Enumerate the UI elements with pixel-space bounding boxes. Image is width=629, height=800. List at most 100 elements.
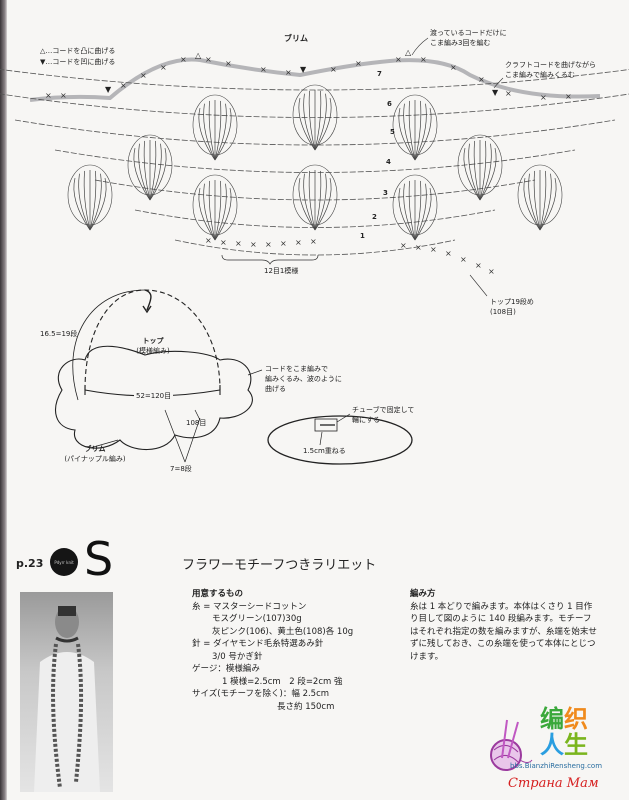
cord-bend-marker: △ <box>405 48 412 57</box>
page-binding-shadow <box>0 0 7 800</box>
pineapple-stitch <box>73 177 91 231</box>
pineapple-outline <box>457 134 503 196</box>
pineapple-stitch <box>314 97 332 151</box>
pineapple-stitch <box>539 177 557 231</box>
single-crochet-mark: × <box>265 240 272 249</box>
single-crochet-mark: × <box>478 75 485 84</box>
pineapple-stitch <box>479 147 497 201</box>
single-crochet-mark: × <box>330 65 337 74</box>
note-line: 編みくるみ、波のように <box>265 375 342 383</box>
pineapple-stitch <box>298 97 316 151</box>
note-line: クラフトコードを曲げながら <box>505 61 596 69</box>
pineapple-stitch <box>214 107 232 161</box>
pineapple-stitch <box>533 170 541 231</box>
pineapple-stitch <box>89 170 97 231</box>
logo-char: 生 <box>564 731 588 759</box>
pineapple-stitch <box>214 180 222 241</box>
pineapple-stitch <box>414 180 422 241</box>
pineapple-stitch <box>214 100 222 161</box>
repeat-label: 12目1模様 <box>264 267 299 275</box>
pineapple-stitch <box>314 170 322 231</box>
brim-sub: (パイナップル編み) <box>64 455 126 463</box>
pineapple-stitch <box>414 107 432 161</box>
pineapple-outline <box>192 174 238 236</box>
single-crochet-mark: × <box>395 55 402 64</box>
material-line: 糸 = マスターシードコットン <box>192 601 307 612</box>
single-crochet-mark: × <box>505 89 512 98</box>
cord-bend-marker: ▼ <box>300 65 307 74</box>
material-line: 灰ピンク(106)、黄土色(108)各 10g <box>212 626 354 637</box>
note-line: チューブで固定して <box>352 406 415 414</box>
pineapple-stitch <box>198 187 216 241</box>
single-crochet-mark: × <box>250 240 257 249</box>
pineapple-stitch <box>539 170 547 231</box>
material-line: 針 = ダイヤモンド毛糸特選あみ針 <box>192 639 324 649</box>
single-crochet-mark: × <box>45 91 52 100</box>
method-line: 糸は 1 本どりで編みます。本体はくさり 1 目作 <box>410 601 593 612</box>
pineapple-stitch <box>414 100 422 161</box>
pineapple-stitch <box>479 140 487 201</box>
single-crochet-mark: × <box>460 255 467 264</box>
single-crochet-mark: × <box>295 238 302 247</box>
pineapple-stitch <box>83 170 91 231</box>
pineapple-stitch <box>408 100 416 161</box>
pineapple-stitch <box>149 147 167 201</box>
top-row-label: トップ19段め (108目) <box>490 297 534 317</box>
legend-up: △…コードを凸に曲げる <box>40 47 116 55</box>
note-right: クラフトコードを曲げながら こま編みで編みくるむ <box>505 60 596 80</box>
single-crochet-mark: × <box>445 249 452 258</box>
brim-label: ブリム <box>84 445 106 453</box>
note-line: こま編みで編みくるむ <box>505 71 575 79</box>
leader-line <box>411 37 429 56</box>
pattern-letter: S <box>84 532 114 586</box>
row-number: 1 <box>360 232 365 240</box>
single-crochet-mark: × <box>160 63 167 72</box>
single-crochet-mark: × <box>450 63 457 72</box>
material-line: モスグリーン(107)30g <box>212 614 302 624</box>
single-crochet-mark: × <box>475 261 482 270</box>
pineapple-outline <box>392 94 438 156</box>
page-ref: p.23 <box>16 557 44 570</box>
single-crochet-mark: × <box>140 71 147 80</box>
row-number: 5 <box>390 128 395 136</box>
hat-height-label: 16.5=19段 <box>40 330 78 338</box>
pineapple-stitch <box>314 177 332 231</box>
pineapple-stitch <box>414 187 432 241</box>
chart-title: ブリム <box>284 34 308 43</box>
pineapple-outline <box>292 164 338 226</box>
pineapple-stitch <box>398 187 416 241</box>
single-crochet-mark: × <box>400 241 407 250</box>
single-crochet-mark: × <box>565 92 572 101</box>
crochet-brim-chart: ××××××××××××××××××××××××××××××××××△△▼▼▼ <box>0 37 629 297</box>
pineapple-stitch <box>463 147 481 201</box>
pineapple-stitch <box>89 177 107 231</box>
repeat-bracket <box>221 254 319 265</box>
pineapple-outline <box>517 164 563 226</box>
note-line: こま編み3回を編む <box>430 39 491 47</box>
method-line: けます。 <box>410 651 444 662</box>
method-line: ずに残しておき、この糸端を使って本体にとじつ <box>410 639 596 649</box>
method-block: 編み方 糸は 1 本どりで編みます。本体はくさり 1 目作 り目して図のように … <box>410 588 597 663</box>
row-number: 6 <box>387 100 392 108</box>
single-crochet-mark: × <box>488 267 495 276</box>
pineapple-outline <box>192 94 238 156</box>
material-line: ゲージ：模様編み <box>192 664 260 674</box>
badge-text: Pdyrr knit <box>54 559 74 565</box>
method-line: はそれぞれ指定の数を編みますが、糸端を始末せ <box>410 626 597 637</box>
cord-note: コードをこま編みで 編みくるみ、波のように 曲げる <box>265 364 342 394</box>
single-crochet-mark: × <box>120 81 127 90</box>
pineapple-outline <box>67 164 113 226</box>
logo-chars: 编织 人生 <box>540 706 588 758</box>
pineapple-outline <box>392 174 438 236</box>
single-crochet-mark: × <box>205 55 212 64</box>
pattern-title: フラワーモチーフつきラリエット <box>182 558 377 573</box>
pineapple-stitch <box>314 90 322 151</box>
row-number: 7 <box>377 70 382 78</box>
method-line: り目して図のように 140 段編みます。モチーフ <box>410 614 592 624</box>
pineapple-stitch <box>198 107 216 161</box>
single-crochet-mark: × <box>225 59 232 68</box>
note-line: 渡っているコードだけに <box>430 29 507 37</box>
model-photo <box>20 592 113 792</box>
single-crochet-mark: × <box>285 68 292 77</box>
logo-char: 编 <box>540 705 564 733</box>
